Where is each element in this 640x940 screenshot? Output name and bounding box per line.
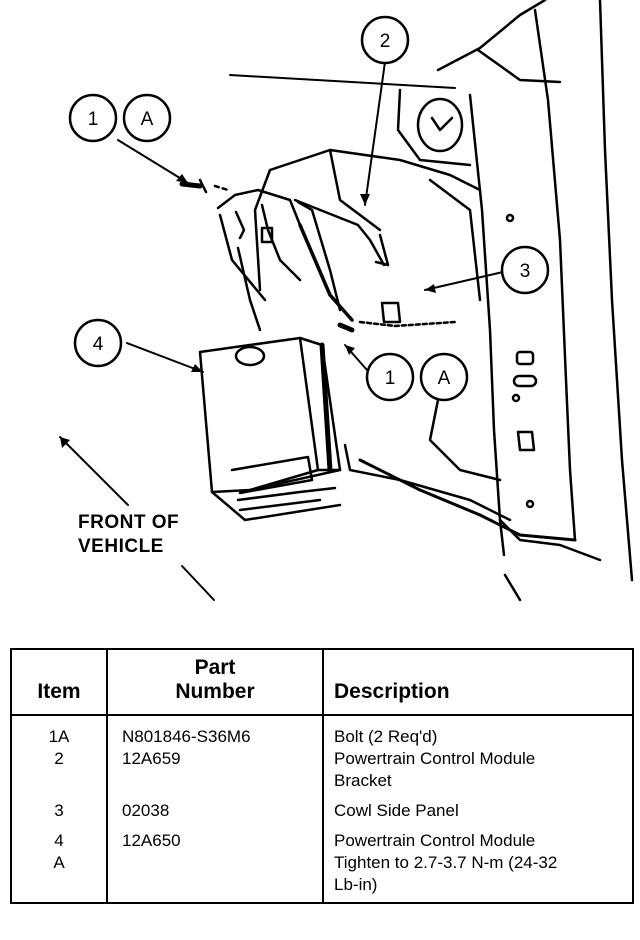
callout-1-mid-label: 1 — [385, 368, 396, 389]
front-of-vehicle-label: FRONT OF VEHICLE — [78, 512, 180, 557]
pcm-module — [198, 336, 342, 522]
callout-a-top: A — [122, 93, 172, 143]
pcm-bracket — [216, 188, 390, 322]
parts-table: Item Part Number Description 1A N801846-… — [10, 648, 634, 904]
pcm-installation-diagram: 1 A 2 3 4 1 A — [59, 0, 634, 602]
cell-description: Tighten to 2.7-3.7 N-m (24-32 Lb-in) — [322, 852, 633, 903]
callout-3-label: 3 — [520, 261, 531, 282]
table-row: 4 12A650 Powertrain Control Module — [11, 830, 633, 852]
callout-1-top: 1 — [68, 93, 118, 143]
callout-4: 4 — [73, 318, 123, 368]
cell-description: Powertrain Control Module Bracket — [322, 748, 633, 800]
header-part-number: Part Number — [106, 649, 323, 716]
callout-4-label: 4 — [93, 334, 104, 355]
callout-2: 2 — [360, 15, 410, 65]
callout-a-mid-label: A — [438, 368, 451, 389]
bolt-lower — [337, 301, 457, 333]
cell-part-number: 12A659 — [106, 748, 323, 800]
cell-description: Powertrain Control Module — [322, 830, 633, 852]
cell-part-number: 12A650 — [106, 830, 323, 852]
cowl-access-hole — [416, 97, 464, 153]
cell-item: 1A — [48, 727, 70, 746]
callout-1-top-label: 1 — [88, 109, 99, 130]
cell-part-number — [106, 852, 323, 903]
cell-item: 2 — [54, 749, 64, 768]
table-row: 2 12A659 Powertrain Control Module Brack… — [11, 748, 633, 800]
callout-2-label: 2 — [380, 31, 391, 52]
cell-description: Bolt (2 Req'd) — [322, 715, 633, 748]
table-row: 3 02038 Cowl Side Panel — [11, 800, 633, 830]
table-row: A Tighten to 2.7-3.7 N-m (24-32 Lb-in) — [11, 852, 633, 903]
callout-3: 3 — [500, 245, 550, 295]
cowl-side-panel — [229, 0, 634, 602]
table-row: 1A N801846-S36M6 Bolt (2 Req'd) — [11, 715, 633, 748]
header-description: Description — [322, 649, 633, 716]
parts-table-header: Item Part Number Description — [11, 649, 633, 716]
callout-a-mid: A — [419, 352, 469, 402]
leader-arrowheads — [60, 174, 436, 448]
callout-1a-mid: 1 A — [365, 352, 469, 402]
callout-1a-top: 1 A — [68, 93, 172, 143]
cell-part-number: N801846-S36M6 — [106, 715, 323, 748]
cell-item: A — [53, 853, 65, 872]
callout-a-top-label: A — [141, 109, 154, 130]
cell-description: Cowl Side Panel — [322, 800, 633, 830]
cell-item: 4 — [54, 831, 64, 850]
cell-item: 3 — [54, 801, 64, 820]
callout-1-mid: 1 — [365, 352, 415, 402]
header-item: Item — [11, 649, 107, 716]
bolt-upper — [179, 178, 230, 194]
cell-part-number: 02038 — [106, 800, 323, 830]
